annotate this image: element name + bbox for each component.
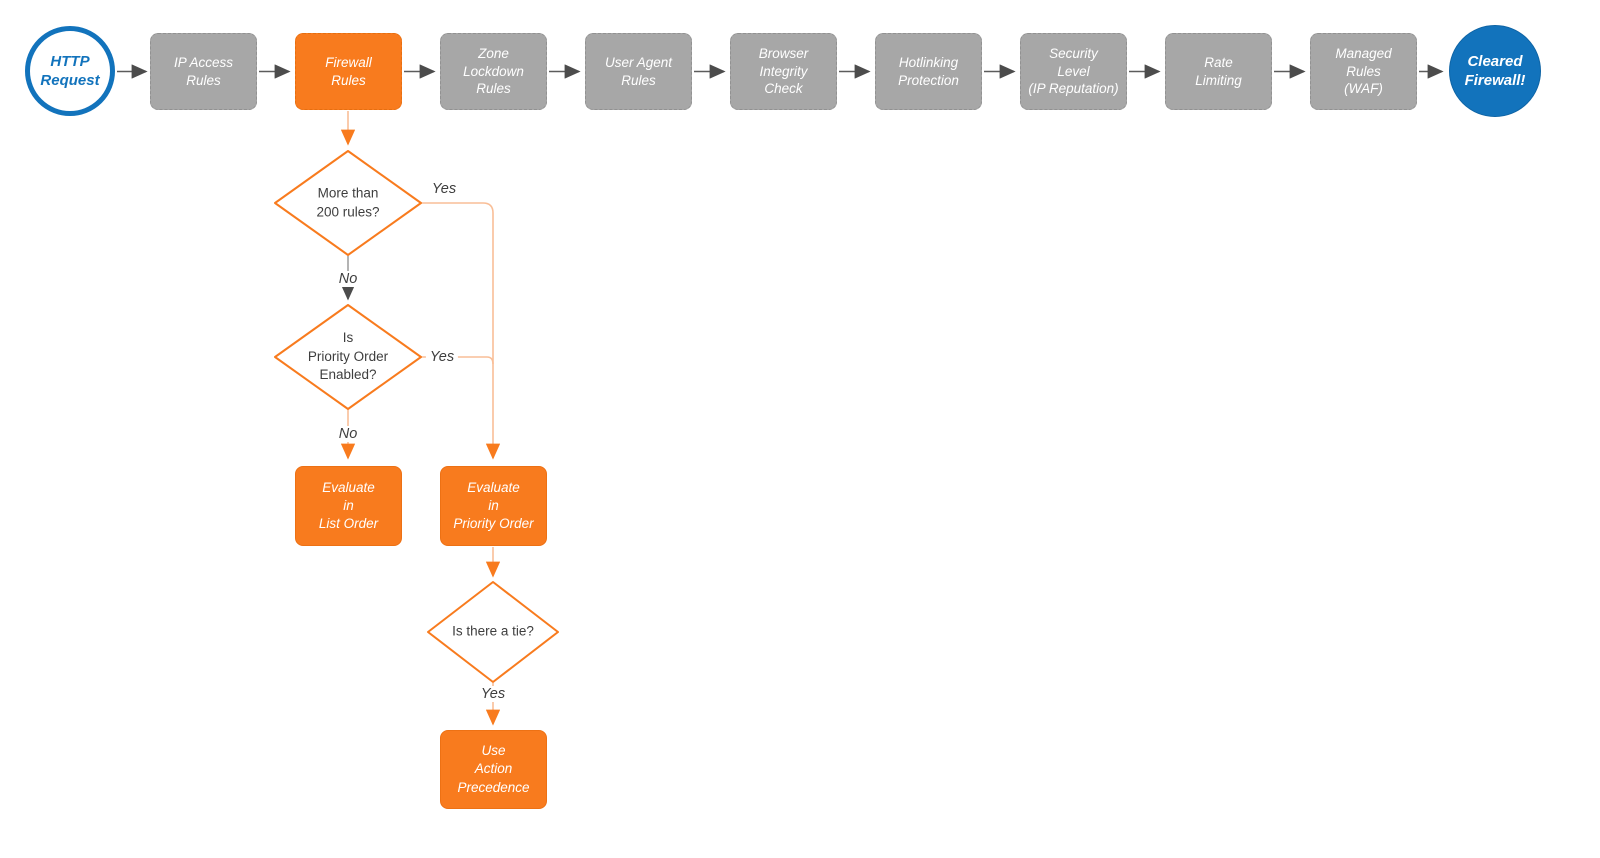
stage-browser-integrity-check: Browser Integrity Check [730, 33, 837, 110]
edge-label-decision3-yes: Yes [476, 686, 510, 702]
stage-user-agent-rules: User Agent Rules [585, 33, 692, 110]
stage-ip-access-rules: IP Access Rules [150, 33, 257, 110]
stage-label: Hotlinking Protection [898, 54, 959, 88]
decision1-shape [274, 150, 422, 256]
action-label: Use Action Precedence [457, 743, 530, 795]
stage-label: IP Access Rules [173, 54, 234, 88]
edge-label-decision1-yes: Yes [427, 181, 461, 197]
decision3-label: Is there a tie? [452, 623, 534, 639]
stage-label: Browser Integrity Check [758, 45, 809, 97]
action-evaluate-list-order: Evaluate in List Order [295, 466, 402, 546]
stage-zone-lockdown-rules: Zone Lockdown Rules [440, 33, 547, 110]
stage-rate-limiting: Rate Limiting [1165, 33, 1272, 110]
decision1-label: More than 200 rules? [316, 185, 380, 219]
stage-label: Rate Limiting [1195, 54, 1242, 88]
stage-managed-rules-waf: Managed Rules (WAF) [1310, 33, 1417, 110]
action-label: Evaluate in List Order [318, 479, 379, 532]
edge-label-decision1-no: No [334, 271, 362, 287]
end-node-label: Cleared Firewall! [1464, 52, 1526, 90]
stage-label: Zone Lockdown Rules [463, 45, 524, 97]
decision3-shape [427, 581, 559, 683]
stage-label: Firewall Rules [325, 54, 372, 88]
edge-decision1-yes-to-priority [421, 202, 501, 460]
action-evaluate-priority-order: Evaluate in Priority Order [440, 466, 547, 546]
edge-decision2-yes-merge [421, 356, 494, 365]
edge-label-decision2-yes: Yes [425, 349, 459, 365]
edge-label-decision2-no: No [334, 426, 362, 442]
action-use-action-precedence: Use Action Precedence [440, 730, 547, 809]
stage-hotlinking-protection: Hotlinking Protection [875, 33, 982, 110]
stage-label: Managed Rules (WAF) [1335, 45, 1392, 97]
stage-security-level: Security Level (IP Reputation) [1020, 33, 1127, 110]
start-node-http-request: HTTP Request [25, 26, 115, 116]
decision2-shape [274, 304, 422, 410]
start-node-label: HTTP Request [40, 52, 100, 90]
stage-label: Security Level (IP Reputation) [1028, 45, 1119, 97]
stage-firewall-rules: Firewall Rules [295, 33, 402, 110]
action-label: Evaluate in Priority Order [453, 479, 534, 532]
stage-label: User Agent Rules [604, 54, 673, 88]
decision2-label: Is Priority Order Enabled? [307, 330, 389, 383]
end-node-cleared-firewall: Cleared Firewall! [1449, 25, 1541, 117]
